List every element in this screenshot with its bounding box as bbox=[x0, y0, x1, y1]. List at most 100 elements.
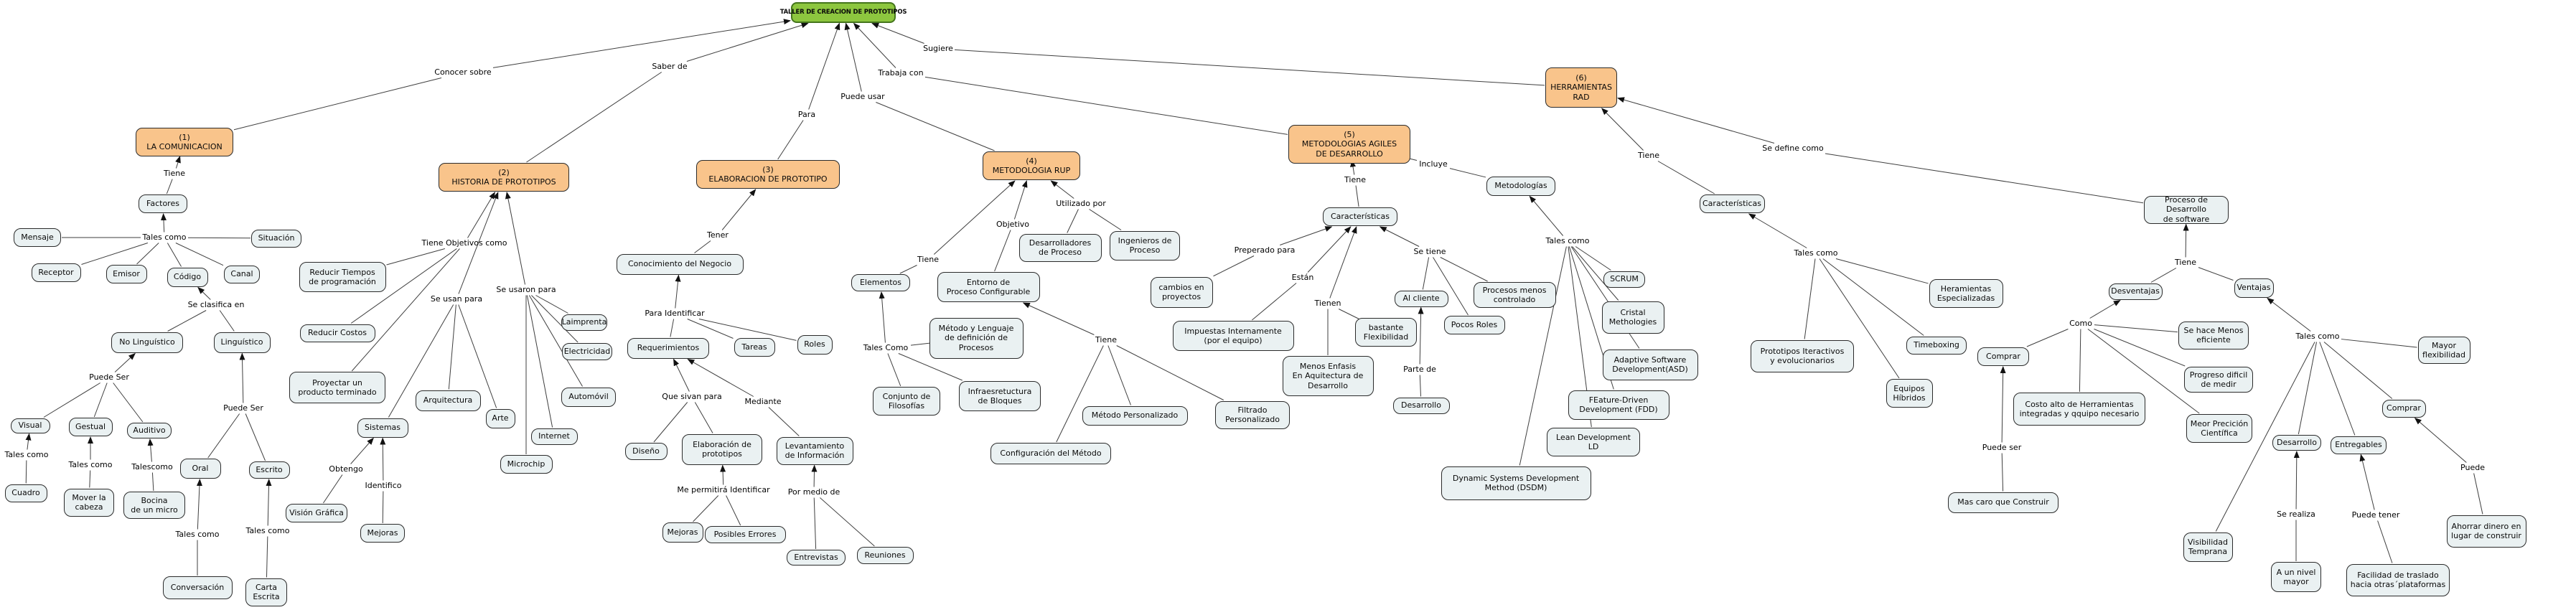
node-laimprenta[interactable]: Laimprenta bbox=[561, 314, 607, 331]
link-label-l_sedefine[interactable]: Se define como bbox=[1762, 144, 1824, 154]
node-desarrolladores[interactable]: Desarrolladores de Proceso bbox=[1018, 233, 1102, 262]
link-label-l_talescomo_g[interactable]: Tales como bbox=[68, 460, 113, 470]
node-hist[interactable]: (2) HISTORIA DE PROTOTIPOS bbox=[439, 163, 569, 192]
link-label-l_puedeusar[interactable]: Puede usar bbox=[840, 92, 885, 102]
node-roles[interactable]: Roles bbox=[797, 334, 833, 355]
node-metodologias[interactable]: Metodologías bbox=[1486, 176, 1555, 196]
node-desarrollo2[interactable]: Desarrollo bbox=[2272, 435, 2321, 451]
node-asd[interactable]: Adaptive Software Development(ASD) bbox=[1602, 349, 1698, 380]
node-factores[interactable]: Factores bbox=[139, 194, 187, 213]
node-agil[interactable]: (5) METODOLOGIAS AGILES DE DESARROLLO bbox=[1288, 125, 1410, 164]
node-entregables[interactable]: Entregables bbox=[2331, 436, 2387, 454]
node-cambios[interactable]: cambios en proyectos bbox=[1150, 276, 1213, 308]
link-label-l_talescomo_a[interactable]: Talescomo bbox=[131, 462, 173, 472]
node-alcliente[interactable]: Al cliente bbox=[1394, 290, 1448, 307]
link-label-l_trabajacon[interactable]: Trabaja con bbox=[878, 68, 924, 78]
link-label-l_serealiza[interactable]: Se realiza bbox=[2277, 510, 2315, 520]
link-label-l_talescomo_o[interactable]: Tales como bbox=[175, 530, 220, 540]
node-ingenieros[interactable]: Ingenieros de Proceso bbox=[1110, 230, 1180, 261]
link-label-l_incluye[interactable]: Incluye bbox=[1419, 159, 1448, 169]
node-metodopers[interactable]: Método Personalizado bbox=[1082, 405, 1188, 426]
node-elab[interactable]: (3) ELABORACION DE PROTOTIPO bbox=[696, 160, 840, 189]
link-label-l_tiene1[interactable]: Tiene bbox=[164, 169, 185, 179]
node-mascaro[interactable]: Mas caro que Construir bbox=[1948, 492, 2059, 513]
link-label-l_talescomo_vent[interactable]: Tales como bbox=[2295, 332, 2340, 342]
link-label-l_talescomo6[interactable]: Tales como bbox=[1794, 248, 1838, 258]
node-metodoylenguaje[interactable]: Método y Lenguaje de definición de Proce… bbox=[929, 317, 1024, 359]
node-tareas[interactable]: Tareas bbox=[734, 338, 775, 357]
node-comprar1[interactable]: Comprar bbox=[1977, 347, 2029, 366]
node-caracteristicas1[interactable]: Características bbox=[1323, 207, 1397, 226]
link-label-l_preperado[interactable]: Preperado para bbox=[1234, 245, 1296, 255]
node-bocina[interactable]: Bocina de un micro bbox=[123, 492, 185, 519]
node-entrevistas[interactable]: Entrevistas bbox=[787, 550, 846, 566]
node-rup[interactable]: (4) METODOLOGIA RUP bbox=[983, 151, 1080, 180]
link-label-l_objetivo[interactable]: Objetivo bbox=[996, 220, 1030, 230]
node-costoalto[interactable]: Costo alto de Herramientas integradas y … bbox=[2013, 393, 2145, 426]
link-label-l_tiene_entorno[interactable]: Tiene bbox=[1095, 335, 1117, 345]
link-label-l_conocer[interactable]: Conocer sobre bbox=[434, 67, 492, 78]
link-label-l_tieneobj[interactable]: Tiene Objetivos como bbox=[421, 238, 507, 248]
link-label-l_seusaronpara[interactable]: Se usaron para bbox=[496, 285, 556, 295]
link-label-l_puedeser6[interactable]: Puede ser bbox=[1982, 443, 2022, 453]
node-herramientasesp[interactable]: Heramientas Especializadas bbox=[1929, 279, 2003, 308]
node-codigo[interactable]: Código bbox=[167, 267, 208, 287]
link-label-l_como[interactable]: Como bbox=[2069, 319, 2092, 329]
link-label-l_quesivan[interactable]: Que sivan para bbox=[662, 392, 722, 402]
node-auditivo[interactable]: Auditivo bbox=[127, 423, 172, 438]
node-conversacion[interactable]: Conversación bbox=[162, 576, 233, 599]
node-rad[interactable]: (6) HERRAMIENTAS RAD bbox=[1545, 67, 1617, 108]
node-mensaje[interactable]: Mensaje bbox=[14, 228, 61, 247]
node-proyectar[interactable]: Proyectar un producto terminado bbox=[289, 372, 385, 403]
node-posibleserrores[interactable]: Posibles Errores bbox=[704, 526, 786, 543]
node-receptor[interactable]: Receptor bbox=[31, 263, 81, 282]
node-progreso[interactable]: Progreso dificil de medir bbox=[2184, 367, 2253, 393]
node-mejoras2[interactable]: Mejoras bbox=[662, 522, 703, 543]
link-label-l_puedeser1[interactable]: Puede Ser bbox=[89, 372, 129, 383]
node-nolinguistico[interactable]: No Linguístico bbox=[111, 332, 183, 353]
node-sehace[interactable]: Se hace Menos eficiente bbox=[2178, 321, 2249, 349]
node-pocosroles[interactable]: Pocos Roles bbox=[1443, 316, 1505, 334]
link-label-l_para[interactable]: Para bbox=[797, 110, 816, 120]
node-procesos[interactable]: Procesos menos controlado bbox=[1473, 282, 1556, 308]
link-label-l_setiene[interactable]: Se tiene bbox=[1413, 247, 1446, 257]
node-caracteristicas2[interactable]: Características bbox=[1699, 194, 1765, 213]
link-label-l_saberde[interactable]: Saber de bbox=[652, 62, 688, 72]
link-label-l_puede[interactable]: Puede bbox=[2460, 463, 2485, 473]
link-label-l_seclasifica[interactable]: Se clasifica en bbox=[187, 300, 245, 310]
node-requerimientos[interactable]: Requerimientos bbox=[627, 337, 709, 359]
node-visiongrafica[interactable]: Visión Gráfica bbox=[286, 504, 347, 522]
node-comprar2[interactable]: Comprar bbox=[2381, 399, 2426, 418]
node-impuestas[interactable]: Impuestas Internamente (por el equipo) bbox=[1172, 321, 1294, 351]
node-microchip[interactable]: Microchip bbox=[500, 455, 553, 474]
link-label-l_partede[interactable]: Parte de bbox=[1403, 365, 1436, 375]
node-gestual[interactable]: Gestual bbox=[68, 418, 113, 436]
link-label-l_tiene_elem[interactable]: Tiene bbox=[917, 255, 939, 265]
link-label-l_talescomo_met[interactable]: Tales como bbox=[1545, 236, 1590, 246]
node-filtrado[interactable]: Filtrado Personalizado bbox=[1215, 400, 1290, 429]
node-configuracion[interactable]: Configuración del Método bbox=[990, 443, 1111, 464]
link-label-l_utilizadopor[interactable]: Utilizado por bbox=[1056, 199, 1106, 209]
link-label-l_paraident[interactable]: Para Identificar bbox=[645, 309, 705, 319]
node-visual[interactable]: Visual bbox=[10, 418, 50, 433]
node-procesodesarrollo[interactable]: Proceso de Desarrollo de software bbox=[2144, 195, 2229, 224]
node-conjunto[interactable]: Conjunto de Filosofías bbox=[873, 387, 940, 416]
node-scrum[interactable]: SCRUM bbox=[1603, 271, 1645, 288]
node-title[interactable]: TALLER DE CREACION DE PROTOTIPOS bbox=[780, 1, 907, 23]
node-meorprecision[interactable]: Meor Precición Científica bbox=[2186, 414, 2252, 443]
link-label-l_tener[interactable]: Tener bbox=[707, 230, 729, 240]
node-conocimiento[interactable]: Conocimiento del Negocio bbox=[616, 253, 744, 275]
node-cartaescrita[interactable]: Carta Escrita bbox=[245, 578, 287, 606]
node-redtiempos[interactable]: Reducir Tiempos de programación bbox=[299, 262, 386, 292]
node-reuniones[interactable]: Reuniones bbox=[856, 547, 914, 564]
node-ahorrar[interactable]: Ahorrar dinero en lugar de construir bbox=[2446, 515, 2526, 548]
node-escrito[interactable]: Escrito bbox=[248, 461, 290, 479]
link-label-l_mediante[interactable]: Mediante bbox=[744, 397, 782, 407]
link-label-l_talescomo_v[interactable]: Tales como bbox=[4, 450, 49, 460]
node-elabproto[interactable]: Elaboración de prototipos bbox=[682, 433, 762, 465]
node-sistemas[interactable]: Sistemas bbox=[357, 418, 408, 438]
link-label-l_estan[interactable]: Están bbox=[1291, 273, 1314, 283]
node-desarrollo1[interactable]: Desarrollo bbox=[1392, 397, 1450, 414]
link-label-l_obtengo[interactable]: Obtengo bbox=[329, 464, 363, 474]
link-label-l_talescomo_elem[interactable]: Tales Como bbox=[863, 343, 909, 353]
